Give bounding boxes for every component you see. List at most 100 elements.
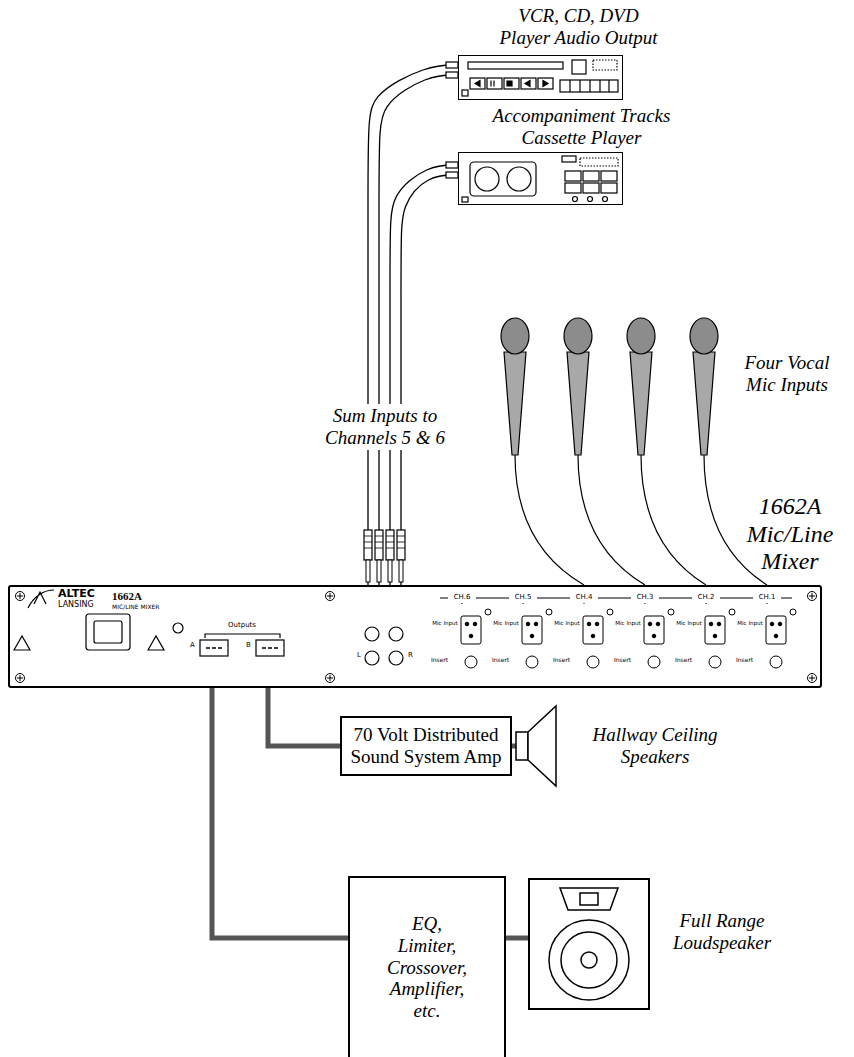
node-heading: VCR, CD, DVD Player Audio Output: [491, 5, 666, 49]
xlr-pin: [656, 622, 660, 626]
brand-logo: [28, 590, 54, 608]
loudspeaker-drawing: [549, 888, 629, 1000]
output-letter: B: [246, 642, 251, 650]
vcr-dvd-player: VCR, CD, DVD Player Audio Output: [458, 55, 623, 100]
transport-button: [583, 171, 599, 181]
node-heading: Full Range Loudspeaker: [657, 910, 787, 954]
transport-button: [565, 183, 581, 193]
screw-head: [16, 592, 25, 601]
eject-button: [572, 60, 586, 74]
rca-jack: [389, 627, 403, 641]
insert-label: Insert: [431, 657, 448, 664]
xlr-pin: [595, 622, 599, 626]
mic-handle: [630, 352, 652, 455]
insert-label: Insert: [614, 657, 631, 664]
rca-jack: [389, 651, 403, 665]
rca-plug-body: [364, 530, 372, 560]
xlr-pin: [770, 622, 774, 626]
channel-strip: [766, 598, 796, 668]
input-label: Mic Input: [615, 620, 641, 626]
xlr-input: [522, 616, 542, 644]
channel-side: L: [357, 652, 361, 660]
insert-label: Insert: [675, 657, 692, 664]
rca-output: [446, 162, 458, 168]
rca-plug-body: [397, 530, 405, 560]
rca-output: [446, 172, 458, 178]
mic-handle: [567, 352, 589, 455]
rca-plug-body: [386, 530, 394, 560]
mic-head: [690, 318, 718, 354]
xlr-pin: [652, 634, 656, 638]
mic-head: [564, 318, 592, 354]
channel-strip: [644, 598, 674, 668]
rca-output: [446, 72, 458, 78]
button-strip: [560, 80, 618, 92]
input-label: Mic Input: [493, 620, 519, 626]
input-label: Mic Input: [676, 620, 702, 626]
speaker-cone: [528, 706, 556, 786]
node-heading: 1662A Mic/Line Mixer: [732, 493, 848, 576]
panel-screw: [16, 674, 25, 683]
channel-number: CH.2: [692, 593, 720, 603]
screw-cross: [17, 675, 23, 681]
screw-cross: [809, 675, 815, 681]
xlr-input: [766, 616, 786, 644]
power-inlet: [86, 614, 130, 650]
tape-window: [470, 162, 536, 196]
mic-handle: [504, 352, 526, 455]
screw-cross: [809, 593, 815, 599]
processing-box: EQ, Limiter, Crossover, Amplifier, etc.: [348, 876, 506, 1057]
xlr-pin: [534, 622, 538, 626]
rca-plug-tip: [399, 560, 403, 582]
transport-button: [565, 171, 581, 181]
tape-reel: [507, 167, 531, 191]
audio-cable: [368, 65, 458, 585]
woofer-cone: [561, 932, 617, 988]
distributed-amp-box: 70 Volt Distributed Sound System Amp: [340, 716, 512, 776]
xlr-pin: [591, 634, 595, 638]
input-label: Mic Input: [432, 620, 458, 626]
terminal-screws: [206, 647, 222, 649]
panel-screw: [808, 592, 817, 601]
rca-plug-grip: [364, 536, 372, 548]
mic-cable: [641, 455, 706, 585]
brand-name: ALTEC: [58, 588, 95, 600]
box-text: EQ, Limiter, Crossover, Amplifier, etc.: [383, 913, 471, 1022]
mic-handle: [693, 352, 715, 455]
panel-screw: [326, 592, 335, 601]
screw-head: [808, 592, 817, 601]
ceiling-speaker: Hallway Ceiling Speakers: [516, 706, 556, 786]
rca-plug-tip: [388, 560, 392, 582]
gain-trim: [668, 609, 674, 615]
rca-plug-grip: [375, 536, 383, 548]
xlr-input: [705, 616, 725, 644]
output-label: Outputs: [228, 622, 256, 630]
rca-plug-body: [375, 530, 383, 560]
input-label: Mic Input: [554, 620, 580, 626]
signal-line: [212, 688, 348, 938]
channel-number: CH.5: [509, 593, 537, 603]
channel-side: R: [408, 652, 413, 660]
insert-label: Insert: [492, 657, 509, 664]
xlr-pin: [717, 622, 721, 626]
mic-cable: [578, 455, 645, 585]
audio-cable: [390, 165, 458, 585]
insert-jack: [648, 656, 660, 668]
mic-cable: [704, 455, 767, 585]
gain-trim: [485, 609, 491, 615]
channel-strip: [522, 598, 552, 668]
node-heading: Accompaniment Tracks Cassette Player: [479, 105, 684, 149]
insert-label: Insert: [736, 657, 753, 664]
eject-button: [562, 156, 576, 162]
xlr-pin: [526, 622, 530, 626]
gain-trim: [607, 609, 613, 615]
xlr-pin: [465, 622, 469, 626]
button-dividers: [570, 80, 609, 92]
rca-plug-grip: [397, 536, 405, 548]
display: [593, 60, 617, 70]
panel-screw: [16, 592, 25, 601]
